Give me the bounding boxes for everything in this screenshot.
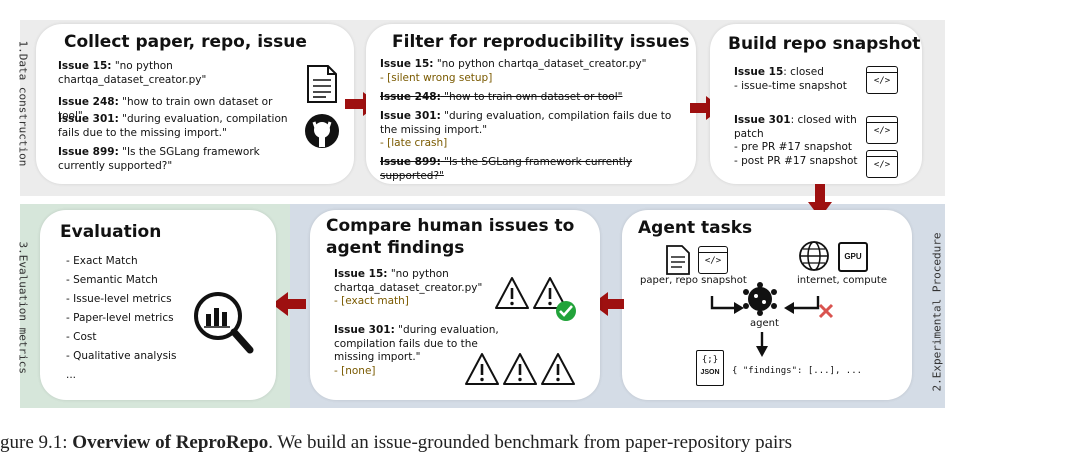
arrow-snapshot-to-agent <box>808 184 832 218</box>
filter-item-2: Issue 248: "how to train own dataset or … <box>380 91 623 103</box>
agent-right-label: internet, compute <box>797 275 888 286</box>
arrow-compare-to-evaluation <box>272 292 306 316</box>
warning-icon-miss-1 <box>465 353 499 385</box>
code-window-icon: </> <box>866 66 898 94</box>
input-arrow-left <box>710 296 744 314</box>
snapshot-title: Build repo snapshot <box>728 34 921 54</box>
collect-item-3: Issue 301: "during evaluation, compilati… <box>58 113 288 139</box>
construction-label: 1.Data construction <box>16 40 30 167</box>
check-icon <box>556 301 576 321</box>
agent-brain-icon <box>743 282 777 316</box>
snapshot-card <box>710 24 922 184</box>
compare-title-2: agent findings <box>326 238 465 258</box>
filter-title: Filter for reproducibility issues <box>392 32 690 52</box>
collect-item-1: Issue 15: "no python chartqa_dataset_cre… <box>58 60 207 86</box>
input-arrow-right <box>784 296 820 314</box>
warning-icon-matched <box>533 277 567 309</box>
filter-item-1: Issue 15: "no python chartqa_dataset_cre… <box>380 58 647 84</box>
github-icon <box>305 114 339 148</box>
metric-item: - Exact Match <box>66 255 138 267</box>
agent-output-text: { "findings": [...], ... <box>732 366 863 376</box>
compare-item-2: Issue 301: "during evaluation, compilati… <box>334 324 499 377</box>
figure-caption: gure 9.1: Overview of ReproRepo. We buil… <box>0 432 793 453</box>
gpu-icon: GPU <box>838 242 868 272</box>
evaluation-metrics: - Exact Match - Semantic Match - Issue-l… <box>66 252 176 385</box>
metric-item: - Paper-level metrics <box>66 312 174 324</box>
compare-title-1: Compare human issues to <box>326 216 575 236</box>
compare-item-1: Issue 15: "no python chartqa_dataset_cre… <box>334 268 483 307</box>
document-icon <box>307 65 337 103</box>
code-window-icon-pre: </> <box>866 116 898 144</box>
repo-code-icon: </> <box>698 246 728 274</box>
metrics-label: 3.Evaluation metrics <box>16 241 30 374</box>
globe-icon <box>799 241 829 271</box>
snapshot-item-2: Issue 301: closed with patch - pre PR #1… <box>734 114 858 167</box>
warning-icon-miss-2 <box>503 353 537 385</box>
collect-card <box>36 24 354 184</box>
procedure-label: 2.Experimental Procedure <box>930 232 944 392</box>
output-arrow-down <box>756 332 768 357</box>
magnifier-chart-icon <box>194 292 254 354</box>
warning-icon <box>495 277 529 309</box>
warning-icon-miss-3 <box>541 353 575 385</box>
json-file-icon: {;} JSON <box>696 350 724 386</box>
metric-item: - Issue-level metrics <box>66 293 172 305</box>
snapshot-item-1: Issue 15: closed - issue-time snapshot <box>734 66 847 92</box>
filter-item-4: Issue 899: "Is the SGLang framework curr… <box>380 156 633 182</box>
agent-center-label: agent <box>750 318 779 329</box>
collect-title: Collect paper, repo, issue <box>64 32 307 52</box>
metric-item: - Semantic Match <box>66 274 158 286</box>
metric-item: - Cost <box>66 331 97 343</box>
collect-item-4: Issue 899: "Is the SGLang framework curr… <box>58 146 260 172</box>
agent-left-label: paper, repo snapshot <box>640 275 747 286</box>
filter-card <box>366 24 696 184</box>
filter-item-3: Issue 301: "during evaluation, compilati… <box>380 110 672 149</box>
code-window-icon-post: </> <box>866 150 898 178</box>
blocked-x-icon <box>818 303 834 319</box>
metric-item: - Qualitative analysis <box>66 350 177 362</box>
paper-icon <box>666 245 690 275</box>
arrow-agent-to-compare <box>592 292 624 316</box>
evaluation-title: Evaluation <box>60 222 162 242</box>
agent-title: Agent tasks <box>638 218 753 238</box>
metric-item: ... <box>66 369 77 381</box>
collect-item-2: Issue 248: "how to train own dataset or … <box>58 96 273 122</box>
